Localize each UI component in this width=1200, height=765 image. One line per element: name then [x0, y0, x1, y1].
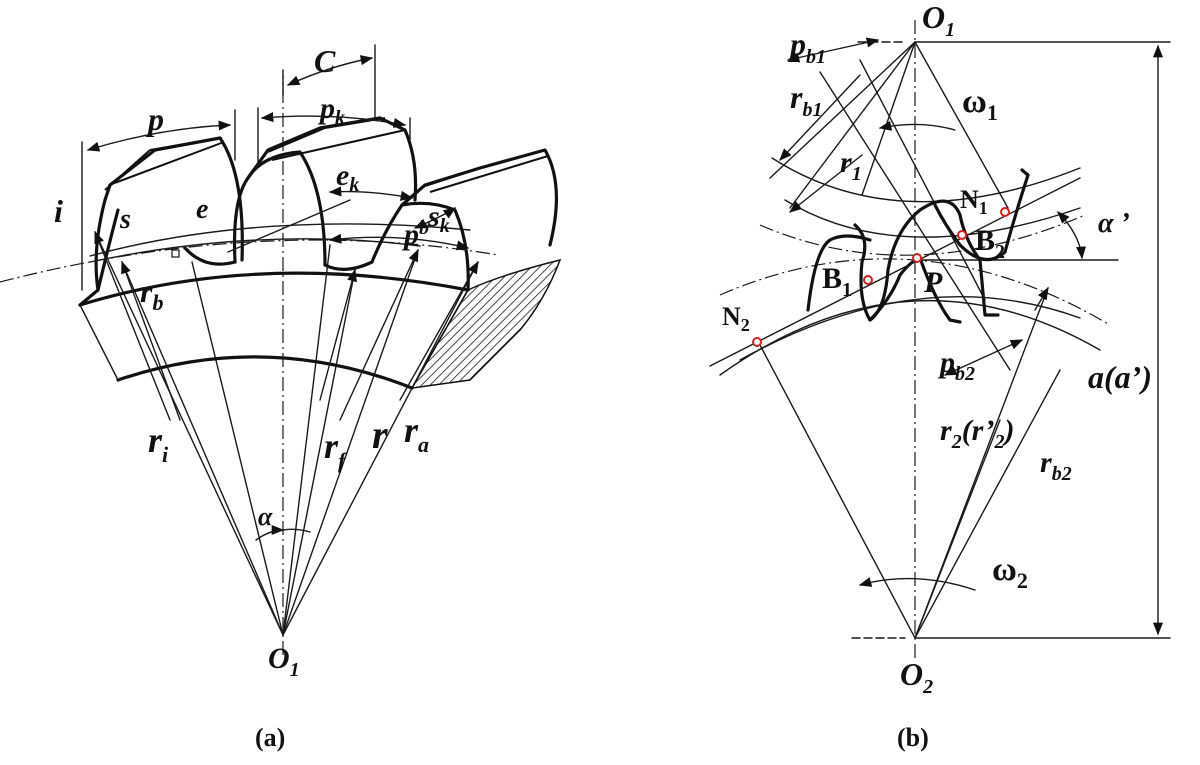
label-ra: ra [404, 410, 429, 457]
rays-o1 [769, 41, 1011, 371]
label-pb2: pb2 [937, 346, 975, 385]
circles-b [709, 157, 1111, 376]
point-b2 [957, 230, 967, 240]
label-rb2: rb2 [1040, 446, 1072, 485]
label-ri: ri [148, 420, 169, 467]
label-r: r [372, 412, 388, 457]
label-o1-a: O1 [268, 642, 300, 681]
label-rf: rf [324, 426, 348, 473]
point-p [912, 253, 922, 263]
caption-a: (a) [255, 723, 285, 752]
labels-a: p C pk ek i s e sk pb rb ri rf r ra α O1 [54, 43, 450, 681]
label-n2: N2 [722, 302, 750, 335]
dimensions-a [81, 44, 470, 541]
dimensions-b [779, 37, 1087, 591]
panel-b: O1 pb1 rb1 ω1 r1 N1 α ’ B2 B1 P N2 pb2 a… [709, 0, 1171, 752]
point-b1 [863, 275, 873, 285]
contact-points [752, 207, 1010, 347]
labels-b: O1 pb1 rb1 ω1 r1 N1 α ’ B2 B1 P N2 pb2 a… [722, 0, 1152, 698]
radial-lines [94, 75, 479, 655]
label-omega2: ω2 [992, 551, 1028, 593]
label-b1: B1 [822, 262, 852, 301]
center-line [851, 20, 1171, 660]
label-e: e [196, 194, 208, 225]
label-alpha: α [258, 502, 273, 531]
label-a: a(a’) [1088, 359, 1152, 395]
label-r2: r2(r’2) [940, 414, 1014, 453]
label-n1: N1 [960, 185, 988, 218]
label-b2: B2 [975, 224, 1005, 263]
label-omega1: ω1 [962, 83, 998, 125]
label-o1-b: O1 [922, 0, 955, 41]
label-pb: pb [401, 217, 429, 251]
label-s: s [119, 204, 131, 235]
label-o2: O2 [900, 656, 933, 698]
label-pb1: pb1 [787, 26, 826, 68]
label-i: i [54, 193, 63, 229]
label-sk: sk [427, 200, 450, 237]
caption-b: (b) [897, 723, 929, 752]
panel-a: p C pk ek i s e sk pb rb ri rf r ra α O1… [0, 43, 562, 752]
label-pk: pk [317, 92, 345, 129]
label-p: P [923, 266, 943, 299]
label-r1: r1 [840, 146, 862, 185]
label-rb: rb [140, 273, 163, 315]
label-rb1: rb1 [790, 79, 822, 121]
label-c: C [314, 43, 336, 79]
rays-o2 [759, 59, 1061, 639]
point-n1 [1000, 207, 1010, 217]
radius-arrows [94, 230, 479, 421]
label-ek: ek [336, 159, 359, 196]
label-alpha-prime: α ’ [1098, 208, 1130, 239]
label-p: p [145, 101, 164, 137]
point-n2 [752, 337, 762, 347]
gear-rim [78, 258, 562, 390]
